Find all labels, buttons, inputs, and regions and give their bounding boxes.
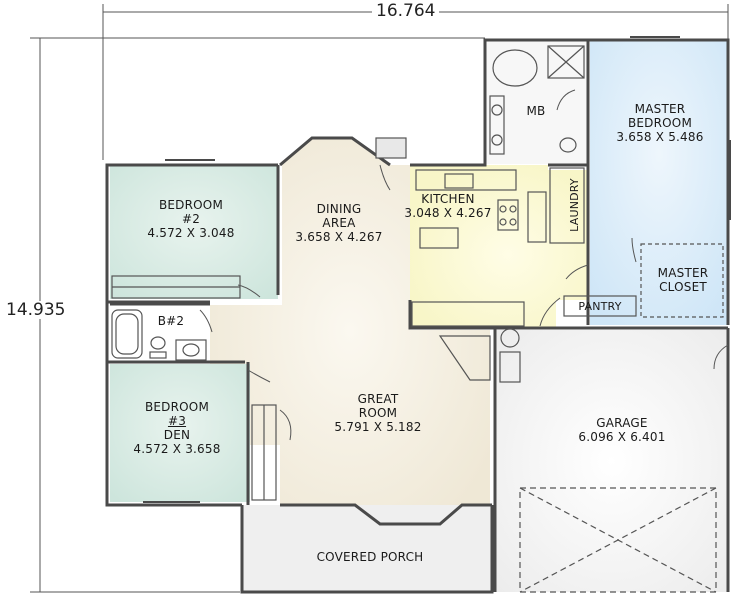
master-bedroom-label: MASTER BEDROOM 3.658 X 5.486 xyxy=(596,102,724,144)
bedroom3-size: 4.572 X 3.658 xyxy=(133,442,221,456)
garage-area xyxy=(495,330,728,592)
depth-dimension: 14.935 xyxy=(2,301,70,319)
bedroom3-name-3: DEN xyxy=(163,428,191,442)
master-closet-name-2: CLOSET xyxy=(659,280,707,294)
bath2-label: B#2 xyxy=(157,314,185,328)
bedroom3-name-1: BEDROOM xyxy=(144,400,210,414)
room-fills xyxy=(110,40,728,592)
great-room-name-2: ROOM xyxy=(358,406,398,420)
bedroom3-name-2: #3 xyxy=(167,414,187,428)
porch-label: COVERED PORCH xyxy=(316,550,424,564)
dining-name-2: AREA xyxy=(322,216,356,230)
laundry-label: LAUNDRY xyxy=(568,178,581,232)
kitchen-size: 3.048 X 4.267 xyxy=(404,206,492,220)
master-bath-area xyxy=(486,40,588,164)
kitchen-label: KITCHEN 3.048 X 4.267 xyxy=(396,192,500,220)
doors xyxy=(199,89,729,441)
master-bedroom-name-1: MASTER xyxy=(634,102,686,116)
windows xyxy=(143,36,731,503)
walls xyxy=(105,38,730,594)
bedroom3-label: BEDROOM #3 DEN 4.572 X 3.658 xyxy=(118,400,236,456)
dining-label: DINING AREA 3.658 X 4.267 xyxy=(282,202,396,244)
dining-name-1: DINING xyxy=(316,202,362,216)
garage-label: GARAGE 6.096 X 6.401 xyxy=(566,416,678,444)
master-bath-label: MB xyxy=(526,104,546,118)
bedroom2-name-1: BEDROOM xyxy=(158,198,224,212)
garage-name: GARAGE xyxy=(596,416,648,430)
fixtures xyxy=(111,45,724,593)
porch-area xyxy=(242,505,492,592)
bedroom2-name-2: #2 xyxy=(181,212,201,226)
great-room-label: GREAT ROOM 5.791 X 5.182 xyxy=(316,392,440,434)
kitchen-name: KITCHEN xyxy=(421,192,475,206)
bedroom2-size: 4.572 X 3.048 xyxy=(147,226,235,240)
dining-size: 3.658 X 4.267 xyxy=(295,230,383,244)
width-dimension: 16.764 xyxy=(372,2,440,20)
great-room-area xyxy=(210,138,490,524)
master-bedroom-name-2: BEDROOM xyxy=(627,116,693,130)
great-room-name-1: GREAT xyxy=(357,392,399,406)
master-bedroom-size: 3.658 X 5.486 xyxy=(616,130,704,144)
great-room-size: 5.791 X 5.182 xyxy=(334,420,422,434)
kitchen-area xyxy=(410,165,588,328)
bedroom2-label: BEDROOM #2 4.572 X 3.048 xyxy=(132,198,250,240)
master-closet-label: MASTER CLOSET xyxy=(640,266,726,294)
garage-size: 6.096 X 6.401 xyxy=(578,430,666,444)
pantry-label: PANTRY xyxy=(578,300,622,313)
master-bedroom-area xyxy=(590,40,728,325)
bedroom3-area xyxy=(110,364,250,502)
master-closet-name-1: MASTER xyxy=(657,266,709,280)
